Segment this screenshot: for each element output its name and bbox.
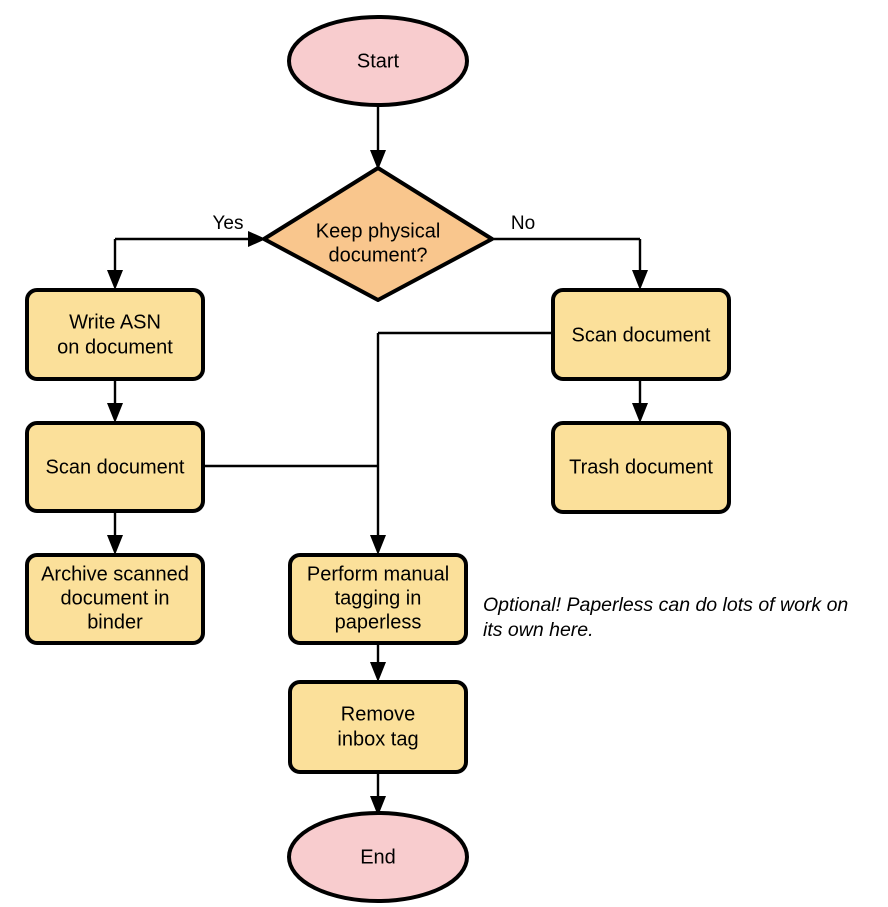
node-write-asn-label-line1: Write ASN <box>69 311 161 333</box>
node-scan-document-right-label: Scan document <box>572 324 711 346</box>
node-decision-keep-physical-document[interactable]: Keep physical document? <box>262 166 494 302</box>
node-scan-document-right[interactable]: Scan document <box>551 288 731 381</box>
edge-scanright-to-tagging <box>370 331 553 555</box>
arrowhead-icon <box>107 403 123 423</box>
node-tagging-label-line2: tagging in <box>335 587 422 609</box>
node-scan-document-left-shape[interactable] <box>25 421 205 513</box>
node-write-asn-label-line2: on document <box>57 336 173 358</box>
arrowhead-icon <box>107 535 123 555</box>
edge-tagging-to-removeinbox <box>370 643 386 682</box>
node-remove-inbox-tag-shape[interactable] <box>288 680 468 774</box>
node-archive-label-line1: Archive scanned <box>41 563 189 585</box>
node-write-asn-shape[interactable] <box>25 288 205 381</box>
node-trash-document[interactable]: Trash document <box>551 421 731 514</box>
node-archive-label-line2: document in <box>61 587 170 609</box>
node-end-shape[interactable] <box>287 811 469 903</box>
arrowhead-icon <box>107 270 123 290</box>
node-perform-manual-tagging[interactable]: Perform manual tagging in paperless <box>288 553 468 645</box>
edge-label-yes: Yes <box>213 213 244 234</box>
node-remove-inbox-tag-label-line1: Remove <box>341 703 415 725</box>
edge-decision-yes <box>107 231 266 290</box>
node-archive-scanned-document[interactable]: Archive scanned document in binder <box>25 553 205 645</box>
node-start-shape[interactable] <box>287 15 469 107</box>
node-tagging-label-line1: Perform manual <box>307 563 449 585</box>
node-remove-inbox-tag-label-line2: inbox tag <box>337 728 418 750</box>
node-decision-shape[interactable] <box>262 166 494 302</box>
arrowhead-icon <box>370 662 386 682</box>
node-remove-inbox-tag[interactable]: Remove inbox tag <box>288 680 468 774</box>
node-decision-label-line2: document? <box>329 244 428 266</box>
arrowhead-icon <box>370 796 386 816</box>
arrowhead-icon <box>370 150 386 170</box>
edge-removeinbox-to-end <box>370 772 386 816</box>
edge-scanleft-to-archive <box>107 511 123 555</box>
node-write-asn[interactable]: Write ASN on document <box>25 288 205 381</box>
annotation-optional-note: Optional! Paperless can do lots of work … <box>483 594 848 641</box>
node-start[interactable]: Start <box>287 15 469 107</box>
arrowhead-icon <box>248 231 266 247</box>
edge-writeasn-to-scanleft <box>107 379 123 423</box>
node-archive-shape[interactable] <box>25 553 205 645</box>
node-trash-document-shape[interactable] <box>551 421 731 514</box>
node-end-label: End <box>360 846 396 868</box>
node-tagging-shape[interactable] <box>288 553 468 645</box>
edge-label-no: No <box>511 213 535 234</box>
edge-decision-no <box>492 237 648 290</box>
node-tagging-label-line3: paperless <box>335 611 422 633</box>
edge-start-to-decision <box>370 104 386 170</box>
node-trash-document-label: Trash document <box>569 456 713 478</box>
edge-scanright-to-trash <box>632 379 648 423</box>
arrowhead-icon <box>632 270 648 290</box>
node-decision-label-line1: Keep physical <box>316 220 441 242</box>
node-start-label: Start <box>357 50 400 72</box>
arrowhead-icon <box>370 535 386 555</box>
node-scan-document-right-shape[interactable] <box>551 288 731 381</box>
annotation-line2: its own here. <box>483 619 594 641</box>
node-end[interactable]: End <box>287 811 469 903</box>
node-scan-document-left[interactable]: Scan document <box>25 421 205 513</box>
node-archive-label-line3: binder <box>87 611 143 633</box>
annotation-line1: Optional! Paperless can do lots of work … <box>483 594 848 616</box>
arrowhead-icon <box>632 403 648 423</box>
node-scan-document-left-label: Scan document <box>46 456 185 478</box>
